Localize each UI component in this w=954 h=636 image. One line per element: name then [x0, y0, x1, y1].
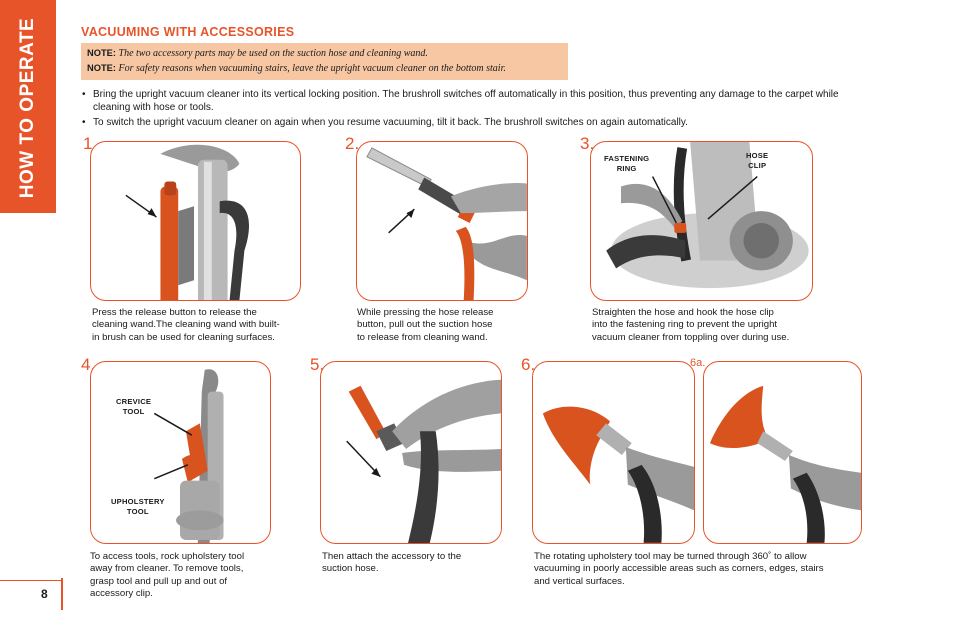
- callout-line: CREVICE: [116, 397, 152, 406]
- caption-line: grasp tool and pull up and out of: [90, 575, 228, 587]
- page-rule: [0, 580, 61, 581]
- step-1-caption: Press the release button to release the …: [92, 307, 280, 344]
- callout-line: UPHOLSTERY: [111, 497, 165, 506]
- side-tab-label: HOW TO OPERATE: [17, 17, 38, 199]
- step-5-caption: Then attach the accessory to the suction…: [322, 551, 461, 576]
- note-box: NOTE: The two accessory parts may be use…: [81, 43, 568, 80]
- caption-line: While pressing the hose release: [357, 307, 494, 318]
- fastening-ring-label: FASTENING RING: [604, 154, 649, 174]
- caption-line: accessory clip.: [90, 588, 153, 600]
- side-tab: HOW TO OPERATE: [0, 0, 56, 213]
- bullet-item: To switch the upright vacuum cleaner on …: [81, 116, 871, 130]
- bullet-list: Bring the upright vacuum cleaner into it…: [81, 88, 871, 130]
- caption-line: and vertical surfaces.: [534, 575, 625, 587]
- callout-line: HOSE: [746, 151, 769, 160]
- note-line: NOTE: For safety reasons when vacuuming …: [87, 61, 562, 76]
- caption-line: vacuum cleaner from toppling over during…: [592, 331, 790, 343]
- crevice-tool-label: CREVICE TOOL: [116, 397, 151, 417]
- caption-line: To access tools, rock upholstery tool: [90, 551, 245, 562]
- hose-clip-label: HOSE CLIP: [746, 151, 768, 171]
- caption-line: suction hose.: [322, 563, 379, 575]
- step-3-caption: Straighten the hose and hook the hose cl…: [592, 307, 789, 344]
- side-rule: [61, 578, 63, 610]
- note-text: For safety reasons when vacuuming stairs…: [118, 63, 506, 74]
- caption-line: The rotating upholstery tool may be turn…: [534, 551, 807, 562]
- step-6a-label: 6a.: [690, 357, 706, 369]
- caption-line: cleaning wand.The cleaning wand with bui…: [92, 319, 280, 331]
- page-number: 8: [41, 587, 48, 601]
- caption-line: Press the release button to release the: [92, 307, 257, 318]
- callout-line: FASTENING: [604, 154, 650, 163]
- caption-line: button, pull out the suction hose: [357, 319, 493, 331]
- step-3-illustration: [590, 141, 813, 301]
- callout-line: TOOL: [122, 407, 145, 416]
- callout-line: CLIP: [748, 161, 767, 170]
- note-label: NOTE:: [87, 48, 116, 58]
- caption-line: away from cleaner. To remove tools,: [90, 563, 244, 575]
- step-5-illustration: [320, 361, 502, 544]
- note-line: NOTE: The two accessory parts may be use…: [87, 46, 562, 61]
- step-3-number: 3.: [580, 134, 595, 153]
- section-title: VACUUMING WITH ACCESSORIES: [81, 25, 295, 39]
- step-2-caption: While pressing the hose release button, …: [357, 307, 494, 344]
- note-text: The two accessory parts may be used on t…: [118, 48, 428, 59]
- step-1-illustration: [90, 141, 301, 301]
- step-2-illustration: [356, 141, 528, 301]
- step-4-illustration: [90, 361, 271, 544]
- upholstery-tool-label: UPHOLSTERY TOOL: [111, 497, 165, 517]
- callout-line: RING: [616, 164, 637, 173]
- caption-line: Then attach the accessory to the: [322, 551, 462, 562]
- step-4-caption: To access tools, rock upholstery tool aw…: [90, 551, 244, 601]
- step-6-caption: The rotating upholstery tool may be turn…: [534, 551, 824, 588]
- caption-line: into the fastening ring to prevent the u…: [592, 319, 778, 331]
- callout-line: TOOL: [126, 507, 149, 516]
- caption-line: in brush can be used for cleaning surfac…: [92, 331, 275, 343]
- caption-line: to release from cleaning wand.: [357, 331, 488, 343]
- step-6-number: 6.: [521, 355, 536, 374]
- note-label: NOTE:: [87, 63, 116, 73]
- step-2-number: 2.: [345, 134, 360, 153]
- step-6-illustration: [532, 361, 695, 544]
- bullet-item: Bring the upright vacuum cleaner into it…: [81, 88, 871, 115]
- caption-line: vacuuming in poorly accessible areas suc…: [534, 563, 824, 575]
- step-6a-illustration: [703, 361, 862, 544]
- caption-line: Straighten the hose and hook the hose cl…: [592, 307, 774, 318]
